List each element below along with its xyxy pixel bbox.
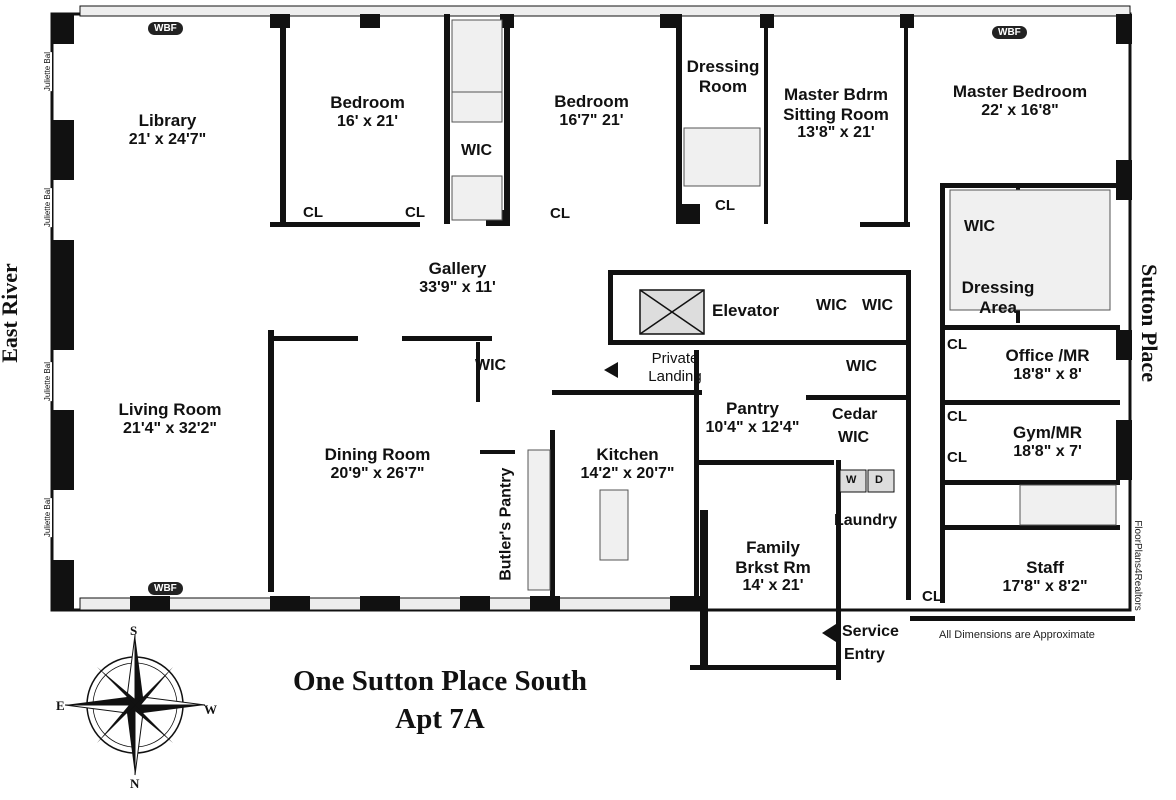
cl-label-8: CL <box>922 588 942 605</box>
juliette-balcony-3: Juliette Bal <box>43 362 52 402</box>
family-brkst-dims: 14' x 21' <box>742 577 804 595</box>
room-dining: Dining Room 20'9" x 26'7" <box>305 445 450 483</box>
kitchen-name: Kitchen <box>596 445 659 464</box>
elevator-box <box>639 289 705 335</box>
bedroom-2-name: Bedroom <box>554 92 629 111</box>
dressing-area-name: Dressing <box>961 278 1035 297</box>
wbf-master: WBF <box>992 26 1027 39</box>
private-landing-label-1: Private <box>651 350 699 367</box>
wic-label-2: WIC <box>964 218 996 235</box>
butlers-pantry-label: Butler's Pantry <box>497 467 515 581</box>
pantry-dims: 10'4" x 12'4" <box>705 418 800 436</box>
elevator-label: Elevator <box>712 301 780 320</box>
master-bedroom-name: Master Bedroom <box>952 82 1088 101</box>
room-office: Office /MR 18'8" x 8' <box>980 346 1115 384</box>
juliette-balcony-4: Juliette Bal <box>43 498 52 538</box>
room-gym: Gym/MR 18'8" x 7' <box>980 423 1115 461</box>
gym-dims: 18'8" x 7' <box>1013 442 1082 460</box>
cl-label-6: CL <box>947 408 967 425</box>
bedroom-1-name: Bedroom <box>330 93 405 112</box>
living-room-name: Living Room <box>118 400 222 419</box>
cl-label-7: CL <box>947 449 967 466</box>
juliette-balcony-1: Juliette Bal <box>43 52 52 92</box>
washer-label: W <box>846 474 857 486</box>
laundry-machines <box>839 469 895 493</box>
wall-segments <box>52 14 1135 680</box>
staff-name: Staff <box>1026 558 1064 577</box>
private-landing-label-2: Landing <box>648 368 702 385</box>
family-brkst-name-2: Brkst Rm <box>735 557 811 577</box>
service-entry-label-1: Service <box>842 623 899 640</box>
cl-label-3: CL <box>550 205 570 222</box>
room-living: Living Room 21'4" x 32'2" <box>100 400 240 438</box>
cl-label-1: CL <box>303 204 323 221</box>
office-dims: 18'8" x 8' <box>1013 365 1082 383</box>
room-library: Library 21' x 24'7" <box>100 111 235 149</box>
cedar-wic-label-2: WIC <box>838 429 870 446</box>
library-dims: 21' x 24'7" <box>128 130 207 148</box>
gym-name: Gym/MR <box>1013 423 1082 442</box>
cl-label-2: CL <box>405 204 425 221</box>
east-river-label: East River <box>0 263 22 363</box>
service-entry-label-2: Entry <box>844 646 885 663</box>
room-bedroom-2: Bedroom 16'7" 21' <box>524 92 659 130</box>
master-sitting-name: Master Bdrm <box>784 85 888 104</box>
dressing-room-name: Dressing <box>686 57 760 76</box>
bedroom-2-dims: 16'7" 21' <box>559 111 624 129</box>
dining-room-dims: 20'9" x 26'7" <box>330 464 425 482</box>
master-sitting-dims: 13'8" x 21' <box>797 124 875 142</box>
juliette-balcony-2: Juliette Bal <box>43 188 52 228</box>
compass-rose <box>64 634 206 776</box>
pantry-name: Pantry <box>726 399 779 418</box>
cl-label-4: CL <box>715 197 735 214</box>
disclaimer: All Dimensions are Approximate <box>939 629 1095 641</box>
room-master-bedroom: Master Bedroom 22' x 16'8" <box>930 82 1110 120</box>
entry-arrows <box>604 362 836 642</box>
room-bedroom-1: Bedroom 16' x 21' <box>300 93 435 131</box>
room-master-sitting: Master Bdrm Sitting Room 13'8" x 21' <box>770 85 902 142</box>
office-name: Office /MR <box>1005 346 1090 365</box>
compass-s: S <box>130 623 138 638</box>
wic-label-6: WIC <box>475 357 507 374</box>
staff-dims: 17'8" x 8'2" <box>1002 577 1088 595</box>
sutton-place-label: Sutton Place <box>1136 264 1162 382</box>
compass-n: N <box>130 776 140 791</box>
dining-room-name: Dining Room <box>324 445 431 464</box>
bath-fixtures <box>451 19 1117 591</box>
compass-e: E <box>56 698 65 713</box>
library-name: Library <box>138 111 197 130</box>
room-dressing: Dressing Room <box>678 57 768 96</box>
compass-w: W <box>204 702 217 717</box>
kitchen-dims: 14'2" x 20'7" <box>580 464 675 482</box>
wbf-living: WBF <box>148 582 183 595</box>
dressing-area-name-2: Area <box>979 297 1017 317</box>
title-line-2: Apt 7A <box>395 703 485 735</box>
room-kitchen: Kitchen 14'2" x 20'7" <box>560 445 695 483</box>
room-gallery: Gallery 33'9" x 11' <box>390 259 525 297</box>
cl-label-5: CL <box>947 336 967 353</box>
watermark: FloorPlans4Realtors <box>1131 520 1143 611</box>
master-sitting-name-2: Sitting Room <box>783 104 889 124</box>
gallery-dims: 33'9" x 11' <box>419 278 496 296</box>
wbf-library: WBF <box>148 22 183 35</box>
gallery-name: Gallery <box>428 259 487 278</box>
wic-label-5: WIC <box>846 358 878 375</box>
dryer-label: D <box>875 474 883 486</box>
room-pantry: Pantry 10'4" x 12'4" <box>690 399 815 437</box>
cedar-wic-label-1: Cedar <box>832 406 878 423</box>
wic-label-3: WIC <box>816 297 848 314</box>
master-bedroom-dims: 22' x 16'8" <box>981 101 1059 119</box>
dressing-room-name-2: Room <box>698 76 748 96</box>
room-dressing-area: Dressing Area <box>948 278 1048 317</box>
title-line-1: One Sutton Place South <box>292 665 588 697</box>
laundry-label: Laundry <box>834 512 898 529</box>
wic-label-4: WIC <box>862 297 894 314</box>
living-room-dims: 21'4" x 32'2" <box>123 419 217 437</box>
bedroom-1-dims: 16' x 21' <box>337 112 398 130</box>
family-brkst-name: Family <box>746 538 800 557</box>
wic-label-1: WIC <box>461 142 493 159</box>
room-staff: Staff 17'8" x 8'2" <box>975 558 1115 596</box>
room-family-brkst: Family Brkst Rm 14' x 21' <box>718 538 828 595</box>
